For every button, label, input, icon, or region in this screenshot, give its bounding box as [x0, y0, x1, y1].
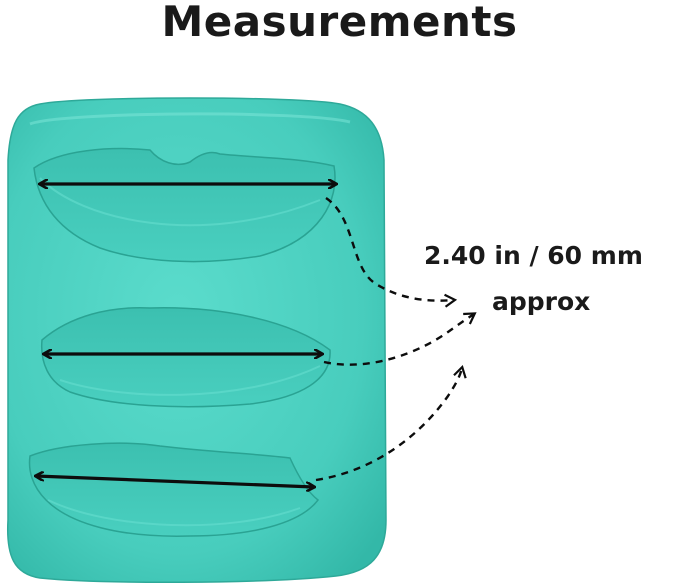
leader-arrow-top: [325, 197, 458, 308]
leader-arrow-bottom: [315, 364, 467, 482]
leader-arrow-middle: [323, 312, 477, 366]
cavity-top: [33, 147, 336, 263]
page-title: Measurements: [161, 0, 518, 46]
measurement-qualifier: approx: [492, 287, 591, 316]
measure-arrows: [36, 184, 336, 487]
measure-arrow-bottom: [36, 476, 314, 487]
measurement-value: 2.40 in / 60 mm: [424, 241, 643, 270]
leader-arrows: [315, 197, 477, 482]
